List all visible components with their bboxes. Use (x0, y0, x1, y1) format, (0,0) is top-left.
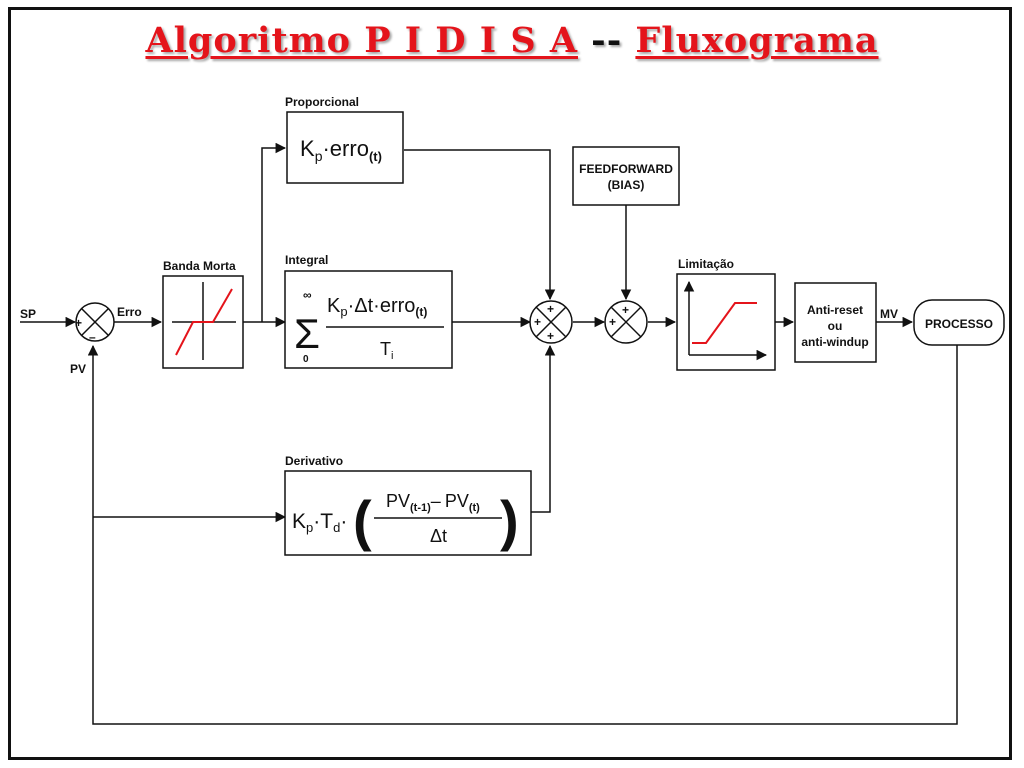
antireset-line3: anti-windup (801, 335, 868, 349)
prop-k: K (300, 136, 315, 161)
antireset-block: Anti-reset ou anti-windup (794, 282, 877, 363)
prop-k-sub: p (315, 148, 323, 164)
prop-erro: ·erro (322, 136, 368, 161)
int-k-sub: p (340, 304, 347, 319)
sigma-symbol: Σ (294, 310, 320, 357)
antireset-line1: Anti-reset (807, 303, 863, 317)
summing-junction-bias: + + (604, 300, 648, 344)
deadband-label: Banda Morta (163, 259, 236, 273)
sum2-top-sign: + (547, 302, 554, 316)
sum2-left-sign: + (534, 315, 541, 329)
derivative-block: Kp·Td· ( ) PV(t-1)–PV(t) Δt (284, 470, 532, 556)
svg-text:Kp·Td·: Kp·Td· (292, 510, 347, 535)
int-k: K (327, 295, 341, 317)
der-minus: – (431, 491, 441, 511)
proportional-label: Proporcional (285, 95, 359, 109)
process-label: PROCESSO (925, 317, 993, 331)
integral-block: Σ ∞ 0 Kp·Δt·erro(t) Ti (284, 270, 453, 369)
feedback-line (87, 344, 958, 725)
mv-label: MV (880, 307, 898, 321)
sum1-plus-sign: + (75, 316, 82, 330)
der-td: ·T (313, 510, 333, 533)
feedforward-line1: FEEDFORWARD (579, 162, 673, 176)
sp-label: SP (20, 307, 36, 321)
right-paren: ) (500, 489, 519, 552)
deadband-block (162, 275, 244, 369)
slide-frame (8, 7, 1012, 760)
pv-label: PV (70, 362, 86, 376)
int-den-sub: i (391, 350, 393, 362)
der-td-sub: d (333, 520, 340, 535)
summing-junction-error: + – (75, 302, 115, 344)
feedforward-block: FEEDFORWARD (BIAS) (572, 146, 680, 206)
der-pv1: PV (386, 491, 410, 511)
int-num: ·Δt·erro (348, 295, 416, 317)
title-flowchart: Fluxograma (635, 20, 879, 61)
der-k-sub: p (306, 520, 313, 535)
derivative-to-sum-line (531, 344, 556, 513)
der-den: Δt (430, 526, 447, 546)
summing-junction-pid: + + + (529, 300, 573, 344)
sum3-left-sign: + (609, 315, 616, 329)
feedforward-line2: (BIAS) (608, 178, 645, 192)
left-paren: ( (353, 489, 372, 552)
derivative-label: Derivativo (285, 454, 343, 468)
der-pv1-sub: (t-1) (410, 502, 431, 514)
sum2-bottom-sign: + (547, 329, 554, 343)
der-pv2-sub: (t) (469, 502, 480, 514)
integral-sum-top: ∞ (303, 288, 312, 302)
der-dot: · (340, 510, 347, 533)
antireset-line2: ou (828, 319, 843, 333)
sum3-top-sign: + (622, 303, 629, 317)
int-den: T (380, 339, 391, 359)
integral-sum-bottom: 0 (303, 354, 309, 365)
limit-block (676, 273, 776, 371)
prop-erro-sub: (t) (369, 149, 382, 164)
title-algorithm: Algoritmo P I D I S A (145, 20, 578, 61)
process-block: PROCESSO (913, 299, 1005, 346)
erro-label: Erro (117, 305, 142, 319)
int-num-sub: (t) (415, 305, 427, 319)
integral-label: Integral (285, 253, 328, 267)
title-separator: -- (591, 20, 623, 61)
proportional-to-sum-line (404, 149, 556, 301)
svg-text:Kp·Δt·erro(t): Kp·Δt·erro(t) (327, 295, 427, 319)
branch-to-proportional-line (261, 142, 287, 322)
sum1-minus-sign: – (89, 330, 96, 344)
svg-text:Kp·erro(t): Kp·erro(t) (300, 136, 382, 164)
slide-title: Algoritmo P I D I S A -- Fluxograma (0, 20, 1024, 61)
der-pv2: PV (445, 491, 469, 511)
limit-label: Limitação (678, 257, 734, 271)
der-k: K (292, 510, 306, 533)
proportional-block: Kp·erro(t) (286, 111, 404, 184)
svg-text:PV(t-1)–PV(t): PV(t-1)–PV(t) (386, 491, 480, 514)
svg-text:Ti: Ti (380, 339, 393, 362)
